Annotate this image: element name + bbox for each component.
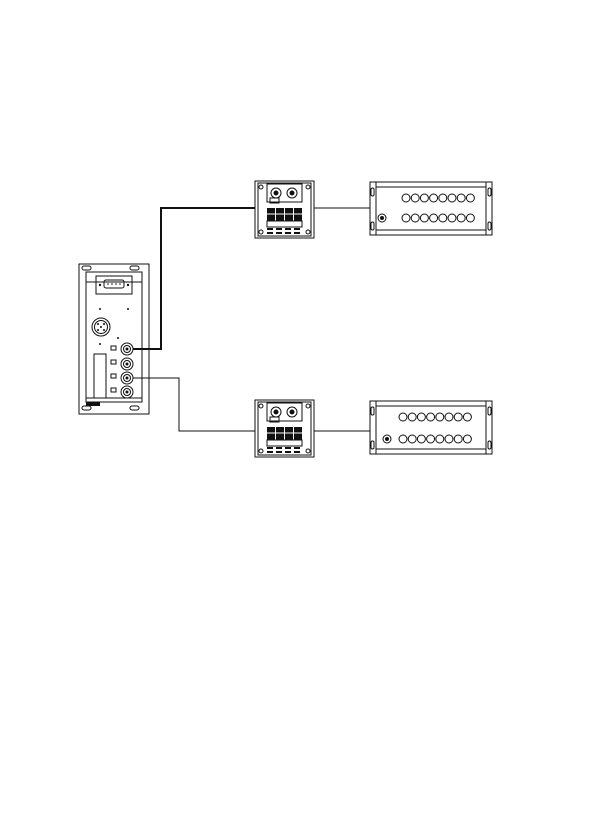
controller-port-3: [111, 372, 133, 384]
terminal-screw: [466, 194, 474, 202]
interface-terminal-block: [267, 427, 302, 453]
terminal-screw: [436, 435, 444, 443]
terminal-screw: [448, 214, 456, 222]
terminal-strip-top: [370, 182, 492, 235]
terminal-screw: [402, 194, 410, 202]
terminal-screw: [427, 435, 435, 443]
terminal-screw: [408, 435, 416, 443]
terminal-screw: [445, 435, 453, 443]
controller-module: [79, 264, 149, 414]
terminal-screw: [463, 413, 471, 421]
terminal-row-lower: [402, 214, 474, 222]
terminal-screw: [411, 194, 419, 202]
cable-port3-to-interface-bottom: [133, 378, 255, 431]
terminal-screw: [457, 194, 465, 202]
sub-d-connector: [104, 280, 124, 288]
terminal-screw: [427, 413, 435, 421]
terminal-screw: [445, 413, 453, 421]
terminal-screw: [402, 214, 410, 222]
m12-connector: [92, 318, 110, 336]
controller-port-4: [111, 386, 133, 398]
cable-port1-to-interface-top: [133, 208, 255, 349]
terminal-screw: [399, 413, 407, 421]
terminal-screw: [463, 435, 471, 443]
terminal-screw: [457, 214, 465, 222]
cable-entry-point: [380, 216, 384, 220]
interface-module-top: [255, 181, 314, 238]
terminal-screw: [420, 194, 428, 202]
terminal-row-upper: [399, 413, 471, 421]
controller-port-2: [111, 358, 133, 370]
terminal-screw: [430, 194, 438, 202]
terminal-screw: [439, 194, 447, 202]
terminal-screw: [436, 413, 444, 421]
cables: [133, 208, 370, 431]
terminal-screw: [448, 194, 456, 202]
controller-ports: [111, 343, 133, 398]
controller-port-1: [111, 343, 133, 355]
terminal-screw: [417, 413, 425, 421]
terminal-screw: [430, 214, 438, 222]
terminal-screw: [454, 413, 462, 421]
terminal-screw: [420, 214, 428, 222]
interface-terminal-block: [267, 208, 302, 234]
terminal-row-upper: [402, 194, 474, 202]
terminal-screw: [411, 214, 419, 222]
terminal-screw: [399, 435, 407, 443]
terminal-row-lower: [399, 435, 471, 443]
terminal-screw: [417, 435, 425, 443]
terminal-screw: [408, 413, 416, 421]
terminal-strip-bottom: [370, 401, 492, 454]
terminal-screw: [466, 214, 474, 222]
interface-module-bottom: [255, 400, 314, 457]
terminal-screw: [454, 435, 462, 443]
terminal-screw: [439, 214, 447, 222]
cable-entry-point: [385, 437, 389, 441]
